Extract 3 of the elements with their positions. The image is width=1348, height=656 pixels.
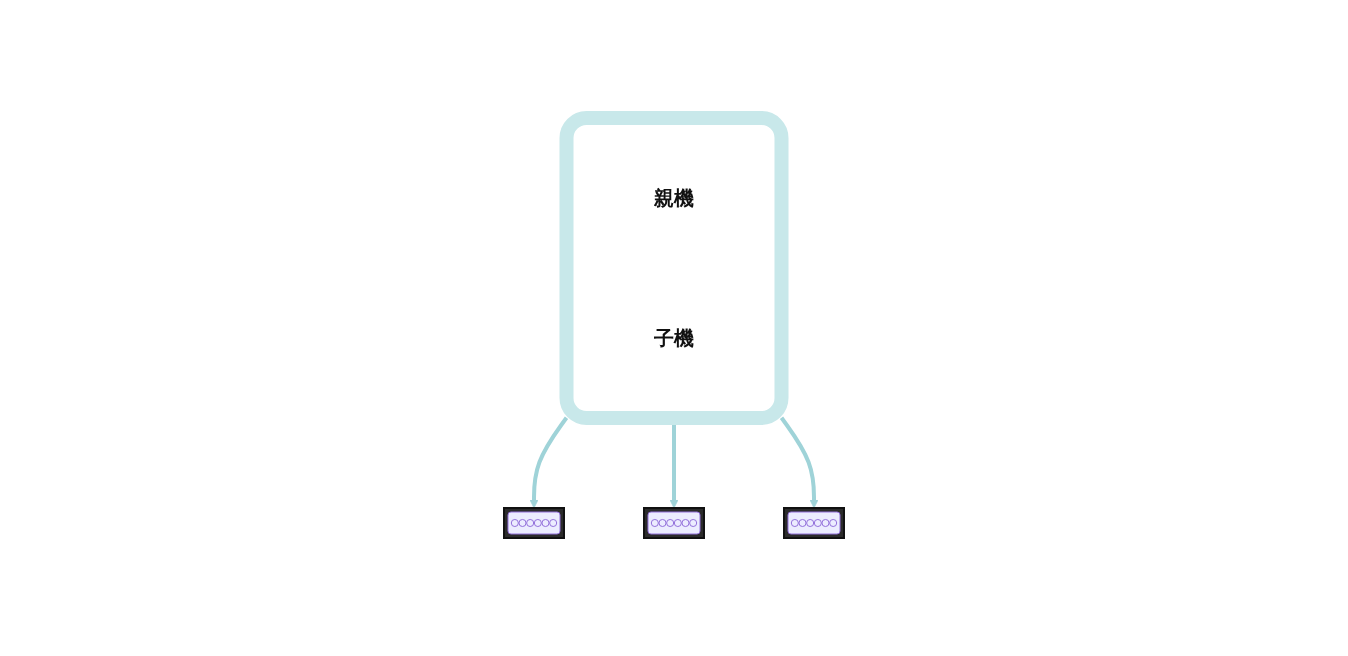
node-text: 親機 — [654, 186, 694, 210]
cluster — [559, 111, 789, 425]
node-text: 子機 — [654, 326, 694, 350]
